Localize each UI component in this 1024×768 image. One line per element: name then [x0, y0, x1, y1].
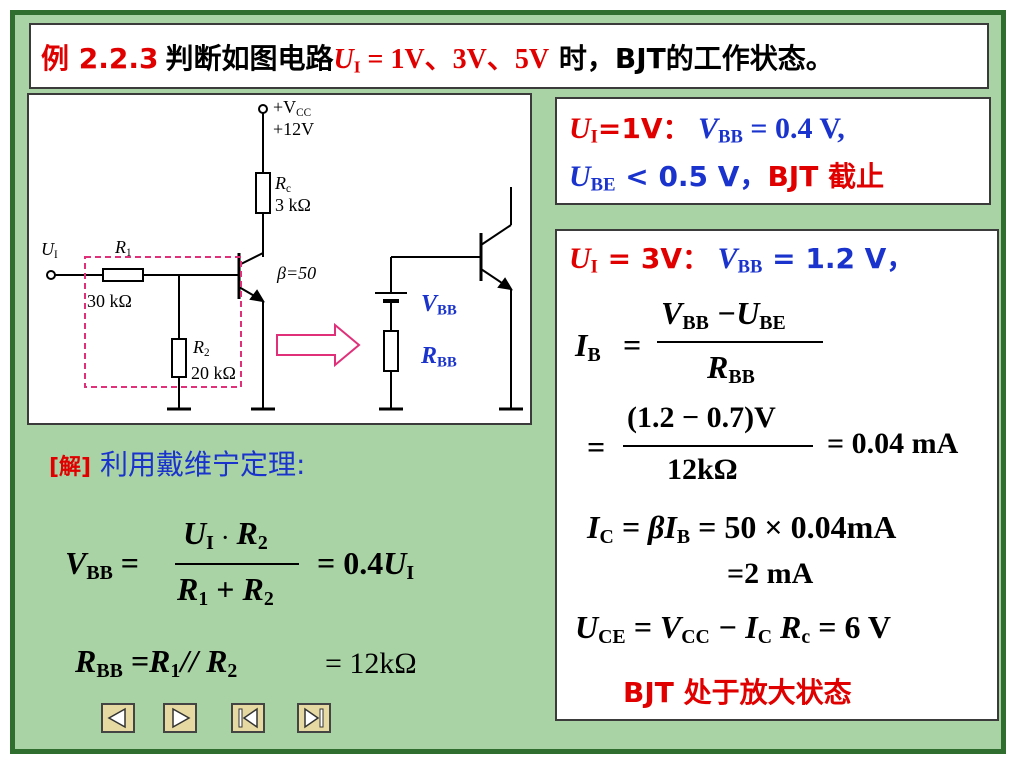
page-title: 例 2.2.3 判断如图电路UI = 1V、3V、5V 时，BJT的工作状态。 [41, 42, 834, 77]
uce-formula: UCE = VCC − IC Rc = 6 V [575, 609, 891, 648]
case-1v-line2: UBE < 0.5 V，BJT 截止 [569, 160, 885, 196]
case-1v-box: UI=1V： VBB = 0.4 V, UBE < 0.5 V，BJT 截止 [555, 97, 991, 205]
vbb-formula-result: = 0.4UI [317, 545, 415, 584]
case-1v-line1: UI=1V： VBB = 0.4 V, [569, 112, 845, 148]
ib-lhs: IB [575, 327, 601, 366]
triangle-right-icon [172, 707, 191, 729]
vbb-formula-denominator: R1 + R2 [177, 571, 274, 610]
vcc-label: +VCC [273, 97, 312, 119]
calc-fraction-bar [623, 445, 813, 447]
ib-numerator: VBB −UBE [661, 295, 786, 334]
rc-label: Rc [275, 173, 291, 195]
triangle-left-icon [107, 707, 126, 729]
cutoff-state: BJT 截止 [767, 160, 885, 193]
vbb-formula-lhs: VBB = [65, 545, 140, 584]
skip-first-icon [238, 707, 258, 729]
calc-numerator: (1.2 − 0.7)V [627, 401, 776, 434]
slide: 例 2.2.3 判断如图电路UI = 1V、3V、5V 时，BJT的工作状态。 [10, 10, 1006, 754]
vcc-value: +12V [273, 119, 315, 139]
next-slide-button[interactable] [163, 703, 197, 733]
prev-slide-button[interactable] [101, 703, 135, 733]
rbb-label: RBB [421, 343, 457, 371]
calc-result: = 0.04 mA [827, 427, 959, 460]
r2-value: 20 kΩ [191, 363, 236, 383]
ib-fraction-bar [657, 341, 823, 343]
vbb-fraction-bar [175, 563, 299, 565]
rbb-formula: RBB =R1// R2 [75, 643, 238, 682]
skip-last-icon [304, 707, 324, 729]
first-slide-button[interactable] [231, 703, 265, 733]
r1-value: 30 kΩ [87, 291, 132, 311]
last-slide-button[interactable] [297, 703, 331, 733]
r1-label: R1 [115, 237, 132, 259]
circuit-diagram-box: +VCC +12V Rc 3 kΩ UI R1 30 kΩ R2 20 kΩ β… [27, 93, 532, 425]
ui-input-label: UI [41, 239, 58, 261]
calc-eq-sign: = [587, 429, 606, 465]
ic-result: =2 mA [727, 557, 814, 590]
r2-label: R2 [193, 337, 210, 359]
case-3v-line1: UI = 3V： VBB = 1.2 V， [569, 242, 915, 278]
calc-denominator: 12kΩ [667, 453, 738, 486]
ib-denominator: RBB [707, 349, 755, 388]
circuit-diagram [46, 104, 523, 411]
vbb-label: VBB [421, 291, 457, 319]
rc-value: 3 kΩ [275, 195, 311, 215]
case-3v-box: UI = 3V： VBB = 1.2 V， IB = VBB −UBE RBB … [555, 229, 999, 721]
amplification-state: BJT 处于放大状态 [623, 676, 852, 709]
vbb-formula-numerator: UI · R2 [183, 515, 268, 554]
title-box: 例 2.2.3 判断如图电路UI = 1V、3V、5V 时，BJT的工作状态。 [29, 23, 989, 89]
rbb-formula-result: = 12kΩ [325, 647, 417, 680]
solution-heading: [解] 利用戴维宁定理: [49, 448, 306, 481]
ic-formula: IC = βIB = 50 × 0.04mA [587, 509, 897, 548]
beta-label: β=50 [277, 263, 317, 283]
ib-eq-sign: = [623, 327, 642, 363]
example-number: 例 2.2.3 [41, 42, 159, 75]
